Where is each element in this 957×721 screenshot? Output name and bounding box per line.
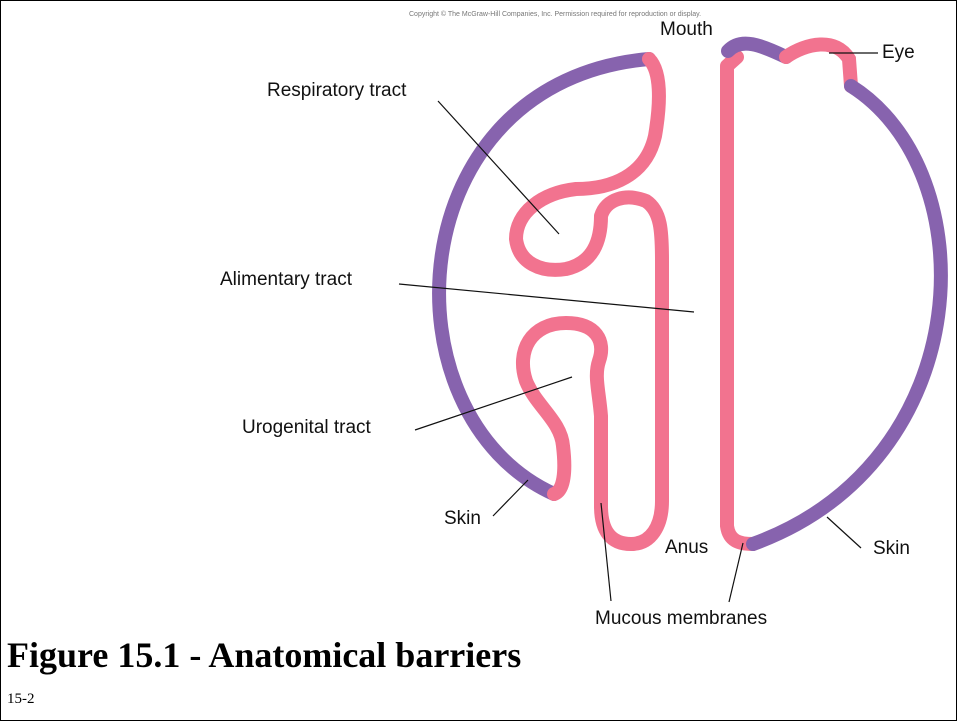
leader-skin-right — [827, 517, 861, 548]
label-skin-right: Skin — [873, 538, 910, 560]
left-skin-arc — [439, 59, 649, 494]
label-respiratory-tract: Respiratory tract — [267, 80, 406, 102]
right-mucous-tract — [727, 57, 753, 544]
label-skin-left: Skin — [444, 508, 481, 530]
label-mucous-membranes: Mucous membranes — [595, 608, 767, 630]
label-alimentary-tract: Alimentary tract — [220, 269, 352, 291]
slide-number: 15-2 — [7, 691, 35, 708]
label-eye: Eye — [882, 42, 915, 64]
right-skin-arc — [753, 86, 941, 544]
leader-mucous-right — [729, 543, 743, 602]
eye-membrane — [786, 44, 851, 86]
leader-skin-left — [493, 480, 528, 516]
figure-title: Figure 15.1 - Anatomical barriers — [7, 634, 521, 676]
label-anus: Anus — [665, 537, 708, 559]
label-urogenital-tract: Urogenital tract — [242, 417, 371, 439]
label-mouth: Mouth — [660, 19, 713, 41]
